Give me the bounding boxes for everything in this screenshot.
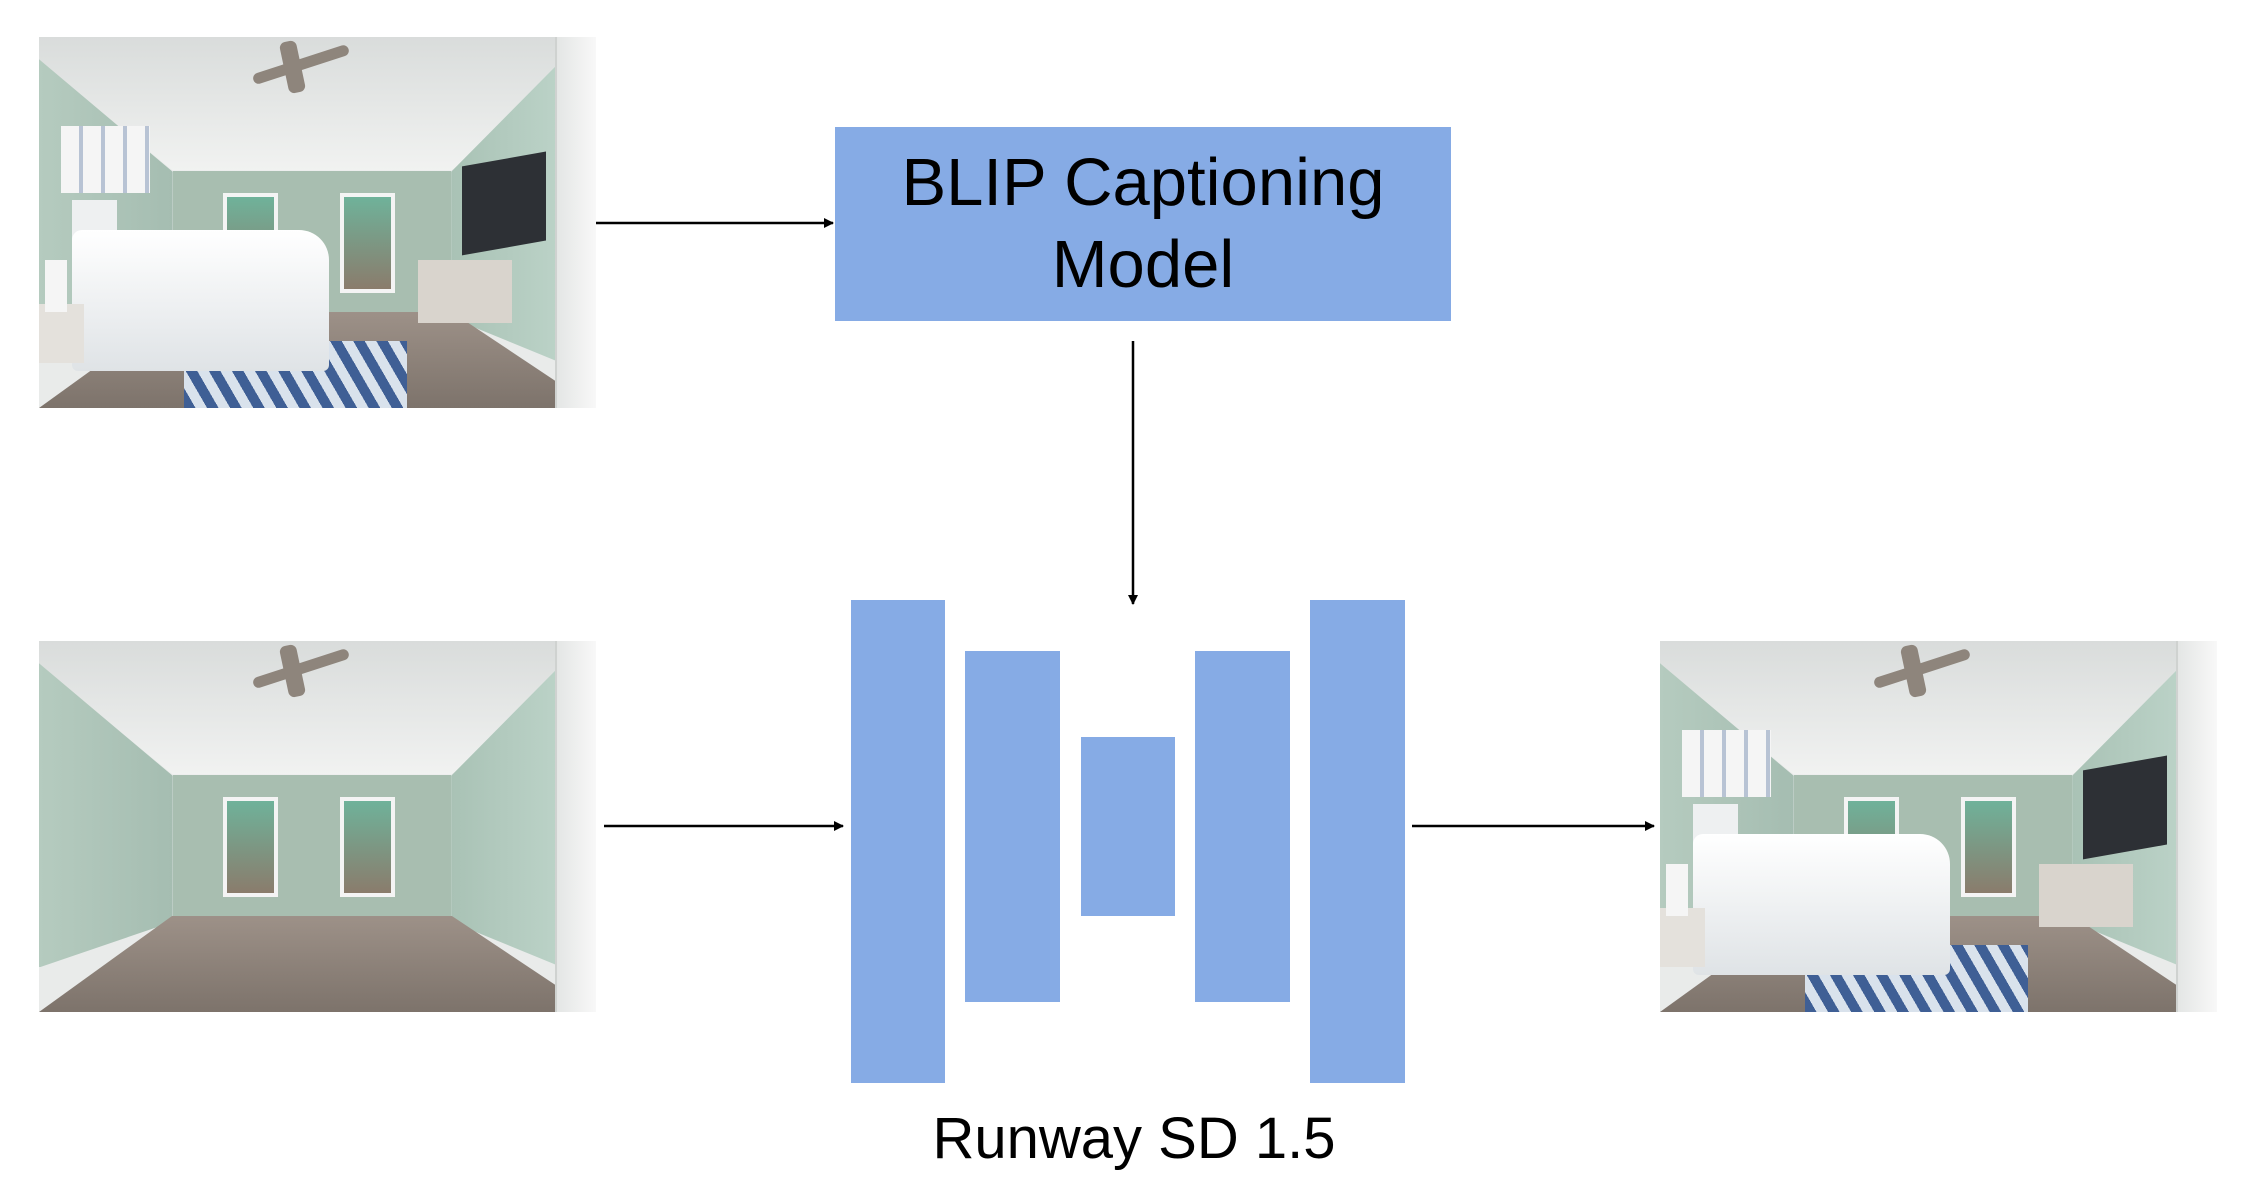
generated-bedroom-image [1660, 641, 2217, 1012]
empty-bedroom-image [39, 641, 596, 1012]
blip-box-line2: Model [1051, 227, 1235, 302]
furnished-bedroom-image [39, 37, 596, 408]
blip-captioning-model-box: BLIP Captioning Model [835, 127, 1451, 321]
blip-box-line1: BLIP Captioning [901, 145, 1385, 220]
unet-encoder-block-2 [965, 651, 1060, 1002]
unet-bottleneck-block [1081, 737, 1175, 916]
unet-encoder-block-1 [851, 600, 945, 1083]
unet-decoder-block-2 [1195, 651, 1290, 1002]
unet-label: Runway SD 1.5 [932, 1106, 1336, 1171]
unet-decoder-block-1 [1310, 600, 1405, 1083]
